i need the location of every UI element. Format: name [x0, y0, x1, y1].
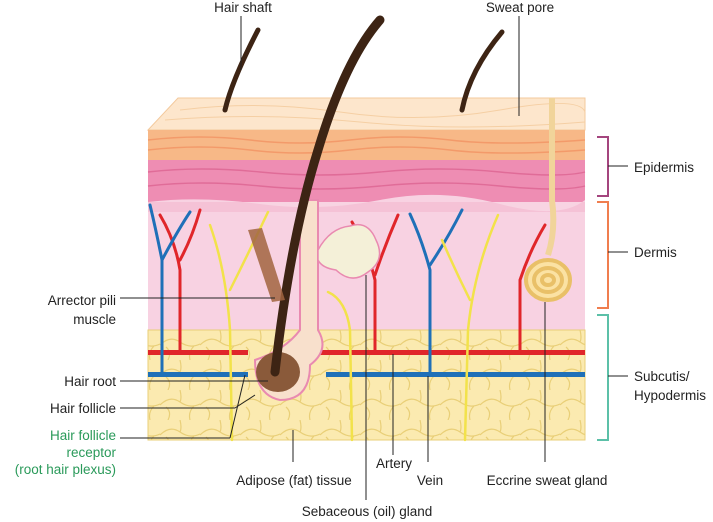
label-hair-root: Hair root [64, 374, 116, 389]
label-receptor-line1: Hair follicle [49, 428, 116, 443]
epidermis-inner-layer [148, 160, 585, 202]
label-subcutis-line2: Hypodermis [634, 388, 707, 403]
arrector-pili-muscle [248, 228, 285, 302]
artery-horizontal-left [148, 350, 248, 355]
label-epidermis: Epidermis [634, 160, 695, 175]
artery-horizontal-right [320, 350, 585, 355]
label-artery: Artery [375, 456, 412, 471]
eccrine-sweat-gland [524, 258, 572, 302]
hair-shaft-main [270, 15, 385, 377]
label-arrector-line2: muscle [73, 312, 116, 327]
label-sweat-pore: Sweat pore [485, 0, 555, 15]
subcutis-bracket [597, 314, 609, 441]
epidermis-outer-layer [148, 130, 585, 160]
label-hair-follicle: Hair follicle [49, 401, 116, 416]
vein-horizontal-right [326, 372, 585, 377]
leader-lines [120, 16, 628, 500]
label-receptor-line2: receptor [66, 445, 116, 460]
nerve-fibers [208, 210, 500, 442]
label-arrector-line1: Arrector pili [47, 293, 116, 308]
label-receptor-line3: (root hair plexus) [14, 462, 116, 477]
vein-branches [148, 203, 464, 376]
label-adipose: Adipose (fat) tissue [236, 473, 352, 488]
epidermis-bracket [597, 136, 609, 197]
label-vein: Vein [416, 473, 444, 488]
dermis-bracket [597, 201, 609, 309]
label-hair-shaft: Hair shaft [214, 0, 272, 15]
vein-horizontal-left [148, 372, 248, 377]
label-subcutis-line1: Subcutis/ [634, 369, 690, 384]
label-eccrine: Eccrine sweat gland [486, 473, 608, 488]
sweat-duct [545, 98, 557, 256]
sebaceous-gland [317, 223, 381, 279]
label-dermis: Dermis [634, 245, 677, 260]
label-sebaceous: Sebaceous (oil) gland [301, 504, 433, 519]
